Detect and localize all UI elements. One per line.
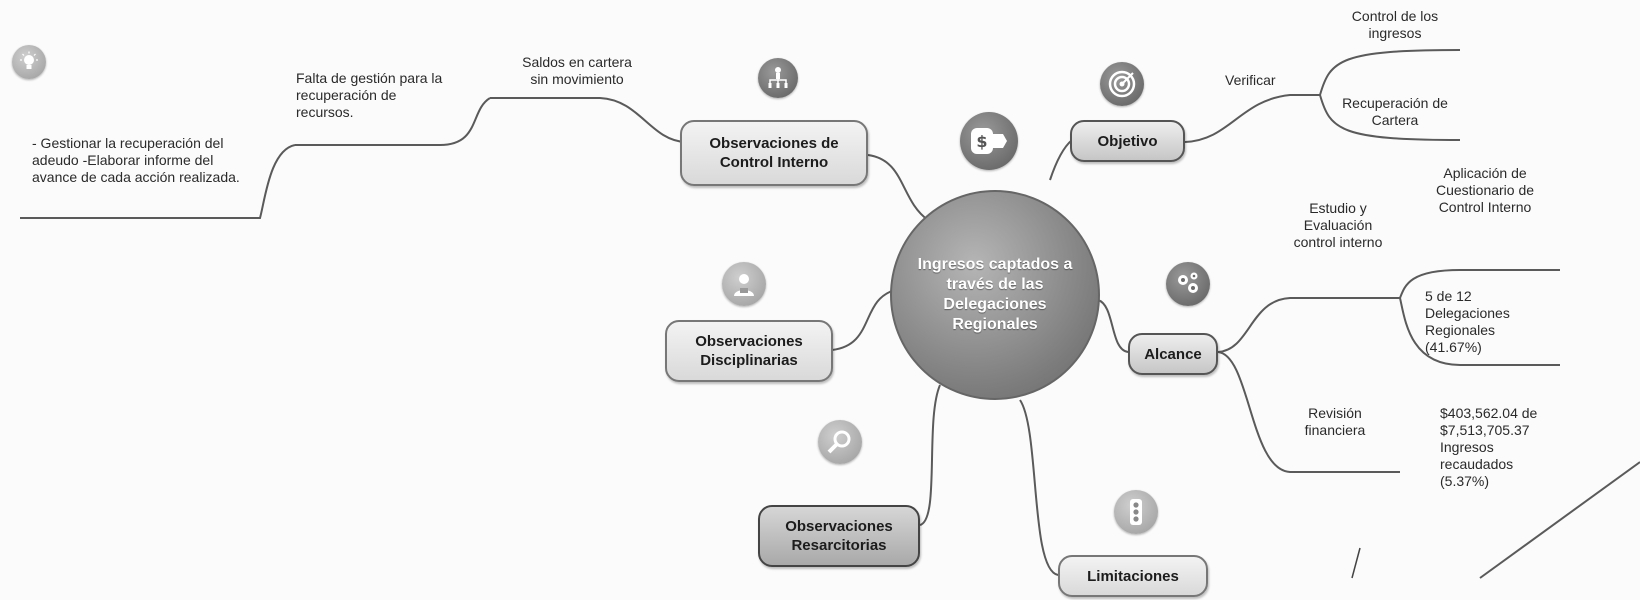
- target-icon: [1100, 62, 1144, 106]
- label-revision-financiera: Revisión financiera: [1304, 405, 1366, 438]
- label-acciones: - Gestionar la recuperación del adeudo -…: [32, 135, 240, 185]
- svg-text:$: $: [976, 132, 987, 151]
- label-recuperacion-cartera: Recuperación de Cartera: [1342, 95, 1448, 128]
- label-control-ingresos: Control de los ingresos: [1351, 8, 1439, 41]
- label-delegaciones: 5 de 12 Delegaciones Regionales (41.67%): [1425, 288, 1510, 355]
- label-cuestionario: Aplicación de Cuestionario de Control In…: [1435, 165, 1535, 215]
- node-objetivo[interactable]: Objetivo: [1070, 120, 1185, 162]
- lightbulb-icon: [12, 45, 46, 79]
- label-saldos-cartera: Saldos en cartera sin movimiento: [522, 54, 632, 87]
- label-falta-gestion: Falta de gestión para la recuperación de…: [296, 70, 443, 120]
- node-alcance-label: Alcance: [1144, 345, 1202, 363]
- central-topic[interactable]: Ingresos captados a través de las Delega…: [890, 190, 1100, 400]
- node-disciplinarias-label: Observaciones Disciplinarias: [695, 333, 803, 369]
- label-montos: $403,562.04 de $7,513,705.37 Ingresos re…: [1440, 405, 1538, 489]
- node-control-interno-label: Observaciones de Control Interno: [709, 135, 839, 171]
- node-alcance[interactable]: Alcance: [1128, 333, 1218, 375]
- gears-icon: [1166, 262, 1210, 306]
- label-estudio-evaluacion: Estudio y Evaluación control interno: [1293, 200, 1383, 250]
- money-hand-icon: $: [960, 112, 1018, 170]
- node-limitaciones-label: Limitaciones: [1087, 567, 1179, 585]
- node-limitaciones[interactable]: Limitaciones: [1058, 555, 1208, 597]
- magnifier-icon: [818, 420, 862, 464]
- traffic-light-icon: [1114, 490, 1158, 534]
- label-verificar: Verificar: [1225, 72, 1276, 88]
- node-observaciones-resarcitorias[interactable]: Observaciones Resarcitorias: [758, 505, 920, 567]
- org-chart-icon: [758, 58, 798, 98]
- node-resarcitorias-label: Observaciones Resarcitorias: [785, 518, 893, 554]
- node-observaciones-control-interno[interactable]: Observaciones de Control Interno: [680, 120, 868, 186]
- node-objetivo-label: Objetivo: [1097, 132, 1158, 150]
- central-topic-label: Ingresos captados a través de las Delega…: [917, 256, 1073, 333]
- person-icon: [722, 262, 766, 306]
- node-observaciones-disciplinarias[interactable]: Observaciones Disciplinarias: [665, 320, 833, 382]
